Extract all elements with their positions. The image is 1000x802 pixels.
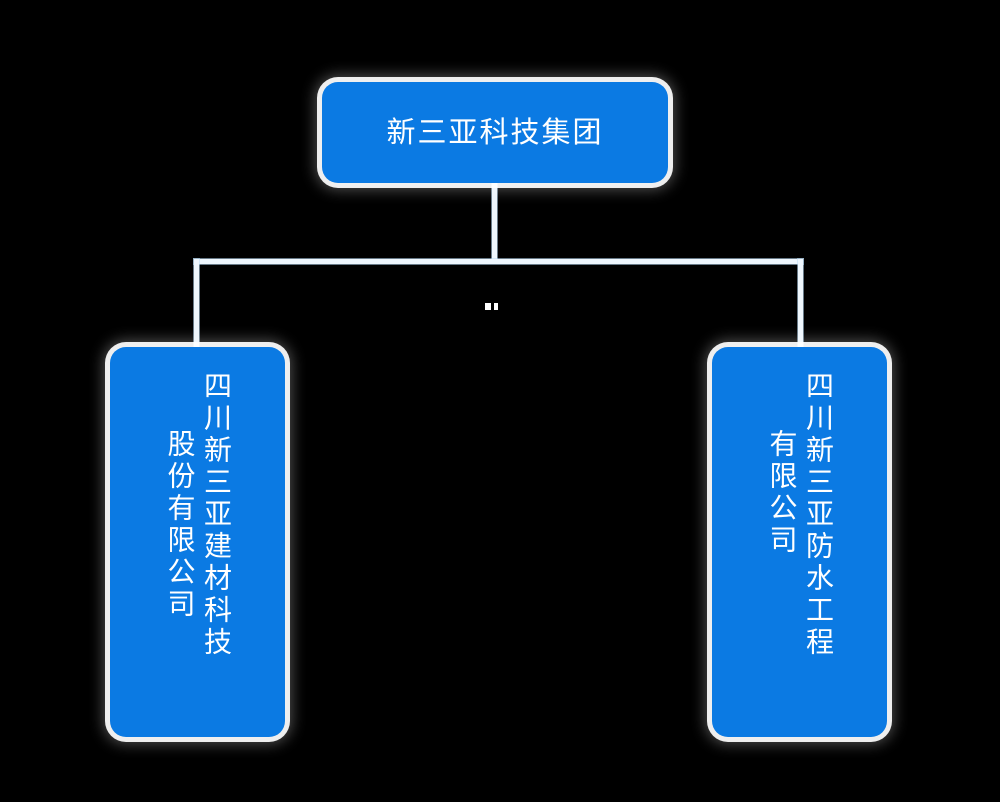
org-node-child-right-label-line1: 四川新三亚防水工程	[801, 371, 835, 659]
connector-drop-right	[798, 259, 803, 349]
org-node-child-left[interactable]: 四川新三亚建材科技 股份有限公司	[110, 347, 285, 737]
connector-drop-left	[194, 259, 199, 349]
org-node-child-left-label-line2: 股份有限公司	[163, 429, 197, 621]
org-node-child-right[interactable]: 四川新三亚防水工程 有限公司	[712, 347, 887, 737]
center-marker-right	[494, 303, 498, 310]
center-marker-left	[485, 303, 491, 310]
connector-horizontal-bar	[194, 259, 803, 264]
org-node-root[interactable]: 新三亚科技集团	[322, 82, 668, 183]
org-node-root-label: 新三亚科技集团	[386, 115, 604, 149]
vertical-text-block-right: 四川新三亚防水工程 有限公司	[765, 371, 835, 737]
connector-root-stem	[492, 183, 497, 263]
vertical-text-block-left: 四川新三亚建材科技 股份有限公司	[163, 371, 233, 737]
org-node-child-left-label-line1: 四川新三亚建材科技	[199, 371, 233, 659]
org-node-child-right-label-line2: 有限公司	[765, 429, 799, 557]
